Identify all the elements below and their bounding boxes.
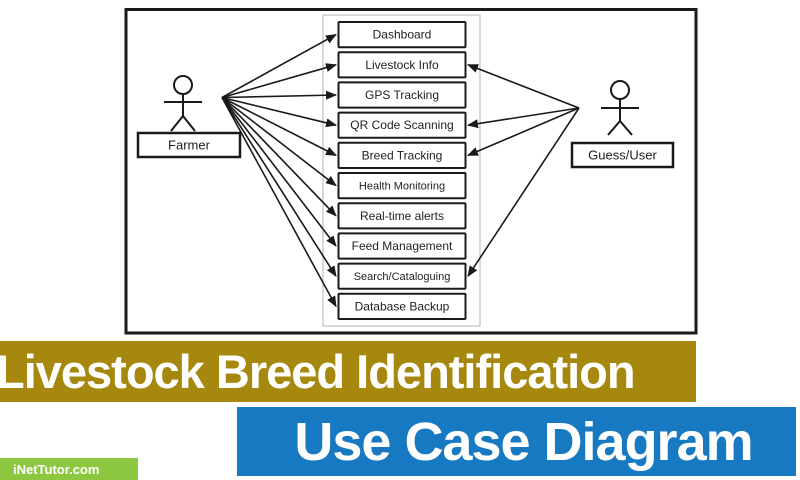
watermark-text: iNetTutor.com [13, 461, 100, 477]
farmer-association-breed-tracking [221, 96, 337, 157]
usecase-box-qr-code-scanning [337, 111, 467, 139]
usecase-box-health-monitoring [337, 172, 467, 200]
guest-association-qr-code-scanning [467, 107, 580, 129]
farmer-actor-icon [164, 75, 202, 132]
farmer-label-box [136, 131, 242, 159]
usecase-box-dashboard [337, 21, 467, 49]
farmer-association-dashboard [221, 33, 337, 99]
farmer-label: Farmer [168, 138, 211, 153]
guest-association-search-cataloguing [467, 107, 580, 278]
usecase-label-qr-code-scanning: QR Code Scanning [350, 118, 453, 132]
usecase-box-real-time-alerts [337, 202, 467, 230]
title-banner: Livestock Breed Identification [0, 341, 696, 402]
usecase-box-search-cataloguing [337, 262, 467, 290]
usecase-label-livestock-info: Livestock Info [365, 58, 439, 72]
farmer-association-gps-tracking [221, 90, 337, 100]
usecase-box-database-backup [337, 292, 467, 320]
guest-association-livestock-info [467, 64, 580, 109]
guest-user-label: Guess/User [588, 148, 657, 163]
title-text: Livestock Breed Identification [0, 345, 636, 398]
usecase-label-search-cataloguing: Search/Cataloguing [354, 271, 451, 283]
guest-association-breed-tracking [467, 107, 580, 157]
farmer-association-real-time-alerts [221, 96, 337, 217]
usecase-box-gps-tracking [337, 81, 467, 109]
usecase-box-feed-management [337, 232, 467, 260]
farmer-association-health-monitoring [221, 96, 337, 187]
usecase-box-breed-tracking [337, 141, 467, 170]
guest-user-actor-icon [601, 80, 639, 136]
usecase-label-health-monitoring: Health Monitoring [359, 181, 445, 193]
usecase-label-database-backup: Database Backup [355, 299, 450, 313]
farmer-association-search-cataloguing [221, 97, 337, 278]
usecase-label-feed-management: Feed Management [352, 239, 453, 253]
usecase-label-real-time-alerts: Real-time alerts [360, 209, 444, 223]
guest-user-label-box [570, 141, 675, 169]
farmer-association-qr-code-scanning [221, 96, 337, 128]
subtitle-banner: Use Case Diagram [237, 407, 796, 476]
usecase-label-dashboard: Dashboard [373, 28, 432, 42]
subtitle-text: Use Case Diagram [294, 411, 753, 472]
usecase-label-breed-tracking: Breed Tracking [362, 148, 443, 162]
farmer-association-feed-management [221, 97, 337, 247]
association-arrows [221, 33, 580, 308]
watermark-badge: iNetTutor.com [0, 458, 138, 480]
farmer-association-livestock-info [221, 63, 337, 99]
usecase-label-gps-tracking: GPS Tracking [365, 88, 439, 102]
usecase-box-livestock-info [337, 51, 467, 79]
